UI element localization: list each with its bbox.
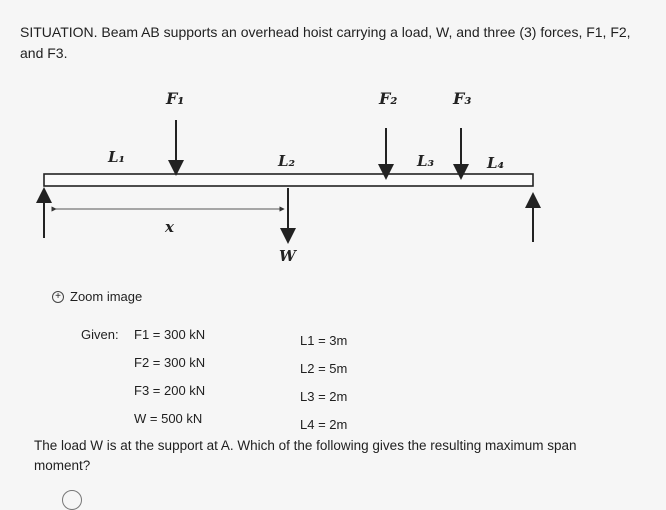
given-l3: L3 = 2m [300, 389, 348, 404]
x-label: x [164, 218, 175, 236]
given-l1: L1 = 3m [300, 333, 348, 348]
problem-statement: SITUATION. Beam AB supports an overhead … [20, 24, 631, 61]
zoom-in-icon: + [52, 290, 64, 303]
l1-label: L₁ [107, 148, 125, 166]
l2-label: L₂ [277, 152, 296, 170]
given-f1: F1 = 300 kN [134, 327, 206, 342]
w-label: W [279, 247, 298, 265]
zoom-image-link[interactable]: + Zoom image [52, 289, 142, 304]
l4-label: L₄ [486, 154, 504, 172]
zoom-image-label: Zoom image [70, 289, 143, 304]
l3-label: L₃ [416, 152, 435, 170]
given-w: W = 500 kN [134, 411, 203, 426]
f2-label: F₂ [378, 89, 397, 108]
beam-diagram: F₁ F₂ F₃ L₁ L₂ L₃ L₄ x W [36, 89, 541, 265]
beam [43, 173, 534, 187]
f1-label: F₁ [165, 89, 184, 108]
given-l2: L2 = 5m [300, 361, 348, 376]
given-l4: L4 = 2m [300, 417, 348, 432]
answer-option-radio[interactable] [62, 490, 82, 510]
f3-label: F₃ [452, 89, 471, 108]
given-f2: F2 = 300 kN [134, 355, 206, 370]
given-label: Given: [81, 327, 119, 342]
question-text: The load W is at the support at A. Which… [34, 438, 577, 473]
given-f3: F3 = 200 kN [134, 383, 206, 398]
